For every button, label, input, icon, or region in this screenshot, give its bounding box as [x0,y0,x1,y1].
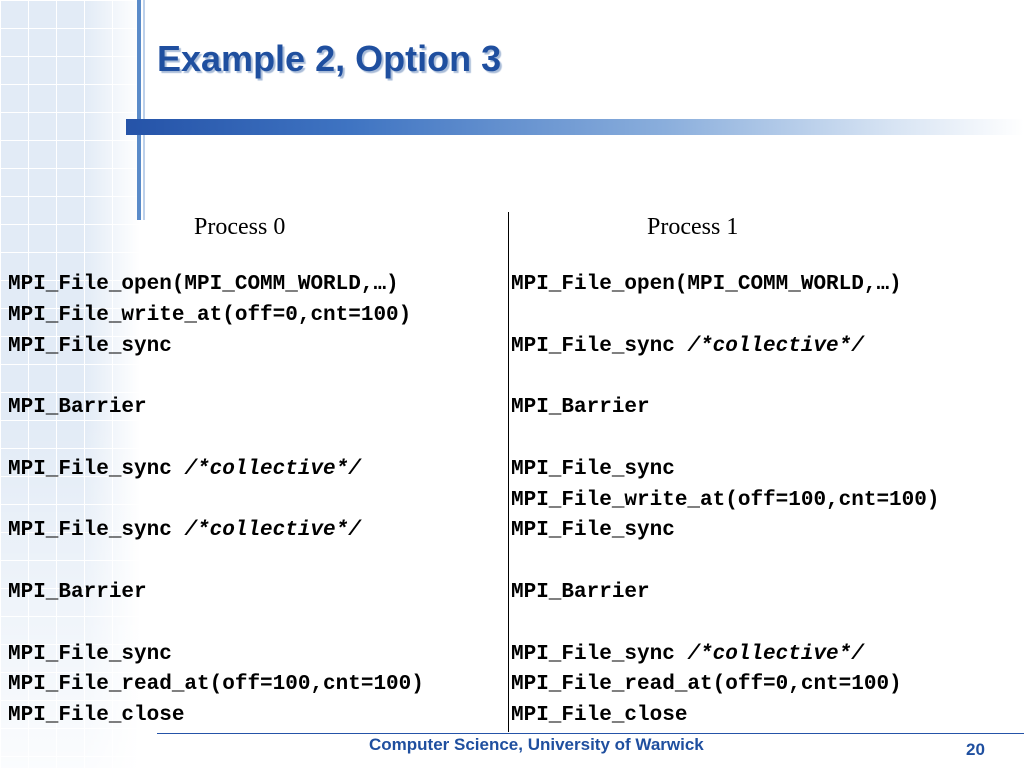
process-0-code: MPI_File_open(MPI_COMM_WORLD,…) MPI_File_… [8,270,424,732]
code-text: MPI_Barrier [8,396,147,420]
code-line [8,486,424,517]
code-text: MPI_File_write_at(off=0,cnt=100) [8,303,412,327]
code-line [8,609,424,640]
code-line: MPI_Barrier [511,578,939,609]
code-line [8,424,424,455]
code-text: MPI_File_read_at(off=100,cnt=100) [8,673,424,697]
code-text: MPI_File_open(MPI_COMM_WORLD,…) [8,273,399,296]
code-text: MPI_File_sync [8,519,185,543]
code-text: MPI_File_sync [8,457,185,481]
code-line [511,547,939,578]
code-line [8,362,424,393]
code-line: MPI_File_sync /*collective*/ [8,455,424,486]
code-line: MPI_File_close [8,701,424,732]
code-line: MPI_File_sync [511,516,939,547]
code-line: MPI_Barrier [8,393,424,424]
decorative-vertical-line-light [143,0,145,220]
code-line: MPI_File_open(MPI_COMM_WORLD,…) [8,270,424,301]
code-text: MPI_File_sync [511,642,688,666]
code-line: MPI_File_sync [8,640,424,671]
code-line: MPI_File_write_at(off=0,cnt=100) [8,301,424,332]
code-line: MPI_File_sync /*collective*/ [511,640,939,671]
decorative-grid-fade-bottom [0,420,140,768]
code-line [511,301,939,332]
footer-institution: Computer Science, University of Warwick [369,735,704,754]
code-comment: /*collective*/ [687,334,864,358]
code-text: MPI_File_close [8,704,185,728]
code-comment: /*collective*/ [687,642,864,666]
code-line [511,609,939,640]
code-line: MPI_File_close [511,701,939,732]
code-comment: /*collective*/ [184,457,361,481]
code-line: MPI_Barrier [8,578,424,609]
title-underline-bar [126,119,1024,135]
code-text: MPI_File_write_at(off=100,cnt=100) [511,488,940,512]
decorative-vertical-line [137,0,141,220]
code-text: MPI_Barrier [8,580,147,604]
slide-title: Example 2, Option 3 [157,38,502,79]
process-1-header: Process 1 [647,214,739,240]
code-line [511,362,939,393]
code-line: MPI_File_sync /*collective*/ [8,516,424,547]
code-text: MPI_File_sync [511,519,675,543]
code-text: MPI_File_sync [511,457,675,481]
code-line: MPI_File_read_at(off=0,cnt=100) [511,670,939,701]
page-number: 20 [966,740,985,759]
code-line: MPI_Barrier [511,393,939,424]
code-line [8,547,424,578]
code-text: MPI_File_sync [511,334,688,358]
code-line: MPI_File_sync /*collective*/ [511,332,939,363]
code-text: MPI_File_sync [8,334,172,358]
code-comment: /*collective*/ [184,519,361,543]
code-line: MPI_File_read_at(off=100,cnt=100) [8,670,424,701]
footer-rule [157,733,1024,734]
code-text: MPI_Barrier [511,396,650,420]
code-line [511,424,939,455]
column-divider [508,212,509,732]
code-line: MPI_File_sync [8,332,424,363]
code-text: MPI_File_open(MPI_COMM_WORLD,…) [511,273,902,296]
process-0-header: Process 0 [194,214,286,240]
process-1-code: MPI_File_open(MPI_COMM_WORLD,…) MPI_File_… [511,270,939,732]
code-line: MPI_File_open(MPI_COMM_WORLD,…) [511,270,939,301]
code-text: MPI_File_sync [8,642,172,666]
code-line: MPI_File_sync [511,455,939,486]
code-text: MPI_File_close [511,704,688,728]
code-text: MPI_Barrier [511,580,650,604]
code-text: MPI_File_read_at(off=0,cnt=100) [511,673,902,697]
code-line: MPI_File_write_at(off=100,cnt=100) [511,486,939,517]
